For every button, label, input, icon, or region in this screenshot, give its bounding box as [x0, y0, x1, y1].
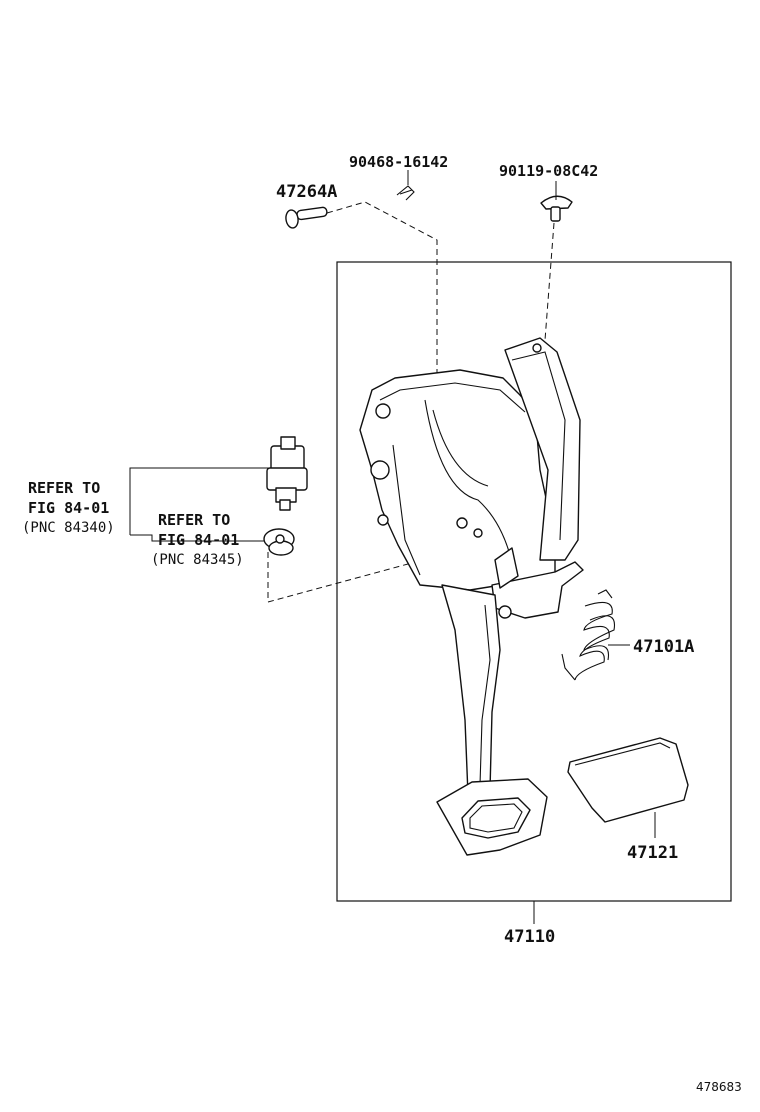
pin-dash-line: [326, 201, 489, 501]
pedal-cushion: [263, 528, 295, 556]
label-47121: 47121: [627, 843, 678, 863]
drawing-code: 478683: [696, 1080, 742, 1094]
ref-84345-line1: REFER TO: [158, 511, 230, 529]
stop-lamp-switch: [266, 436, 308, 511]
ref-84345-line2: FIG 84-01: [158, 531, 239, 549]
pedal-arm-edge: [479, 604, 491, 786]
bolt-90119-08C42: [540, 195, 573, 222]
label-90468-16142: 90468-16142: [349, 153, 448, 171]
ref-84340-line1: REFER TO: [28, 479, 100, 497]
label-47110: 47110: [504, 927, 555, 947]
ref-leader-84345: [130, 534, 264, 542]
label-90119-08C42: 90119-08C42: [499, 162, 598, 180]
pedal-plate: [436, 778, 548, 856]
bolt-dash-line: [544, 222, 555, 341]
pedal-arm: [441, 584, 501, 796]
pin-47264A: [285, 206, 328, 229]
ref-leader-84340: [129, 467, 270, 535]
cushion-dash-line: [267, 519, 571, 603]
return-spring-47101A: [561, 589, 616, 681]
ref-84340-line2: FIG 84-01: [28, 499, 109, 517]
label-47264A: 47264A: [276, 182, 337, 202]
ref-84340-pnc: (PNC 84340): [22, 520, 115, 536]
pedal-pad-47121: [567, 737, 689, 823]
clip-90468-16142: [396, 185, 415, 201]
label-47101A: 47101A: [633, 637, 694, 657]
pedal-bracket: [359, 337, 584, 619]
ref-84345-pnc: (PNC 84345): [151, 552, 244, 568]
